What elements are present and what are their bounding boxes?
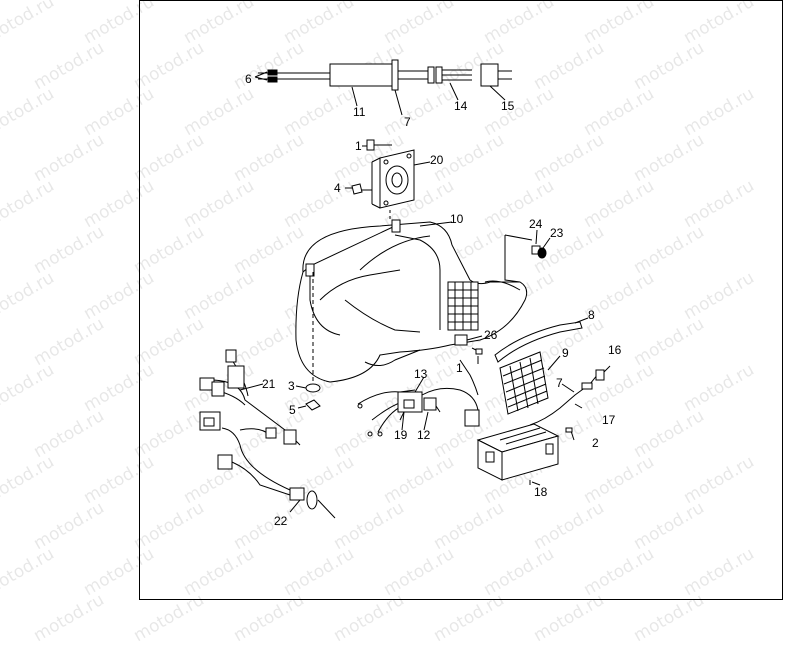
harness-center [357, 356, 480, 437]
callout-13: 13 [414, 367, 428, 381]
callout-9: 9 [562, 346, 569, 360]
callout-26: 26 [484, 328, 498, 342]
antenna-cable [529, 365, 611, 441]
callout-15: 15 [501, 99, 515, 113]
screw-lower [471, 347, 483, 355]
callout-11: 11 [353, 105, 366, 119]
speaker-bracket [345, 149, 431, 222]
harness-22 [199, 411, 336, 519]
amplifier-module [476, 423, 560, 486]
callout-22: 22 [274, 514, 288, 528]
callout-6: 6 [245, 72, 252, 86]
callout-16: 16 [608, 343, 622, 357]
callout-7-lower: 7 [556, 376, 563, 390]
callout-5: 5 [289, 403, 296, 417]
callout-7: 7 [404, 115, 411, 129]
screw-top [362, 139, 392, 151]
harness-21 [199, 349, 301, 446]
callout-2: 2 [592, 436, 599, 450]
callout-20: 20 [430, 153, 444, 167]
callout-17: 17 [602, 413, 616, 427]
speaker-grille [499, 351, 561, 415]
callout-3: 3 [288, 379, 295, 393]
fastener-23-24 [504, 229, 551, 283]
callout-12: 12 [417, 428, 431, 442]
trim-strip [494, 317, 589, 363]
callout-14: 14 [454, 99, 468, 113]
top-harness [254, 59, 512, 116]
callout-1: 1 [355, 139, 362, 153]
callout-1-lower: 1 [456, 361, 463, 375]
callout-4: 4 [334, 181, 341, 195]
callout-24: 24 [529, 217, 543, 231]
inner-fairing [295, 219, 528, 383]
callout-23: 23 [550, 226, 564, 240]
washer-nut [295, 383, 321, 411]
callout-19: 19 [394, 428, 408, 442]
callout-8: 8 [588, 308, 595, 322]
callout-10: 10 [450, 212, 464, 226]
callout-21: 21 [262, 377, 276, 391]
exploded-parts-diagram [199, 59, 611, 519]
callout-18: 18 [534, 485, 548, 499]
